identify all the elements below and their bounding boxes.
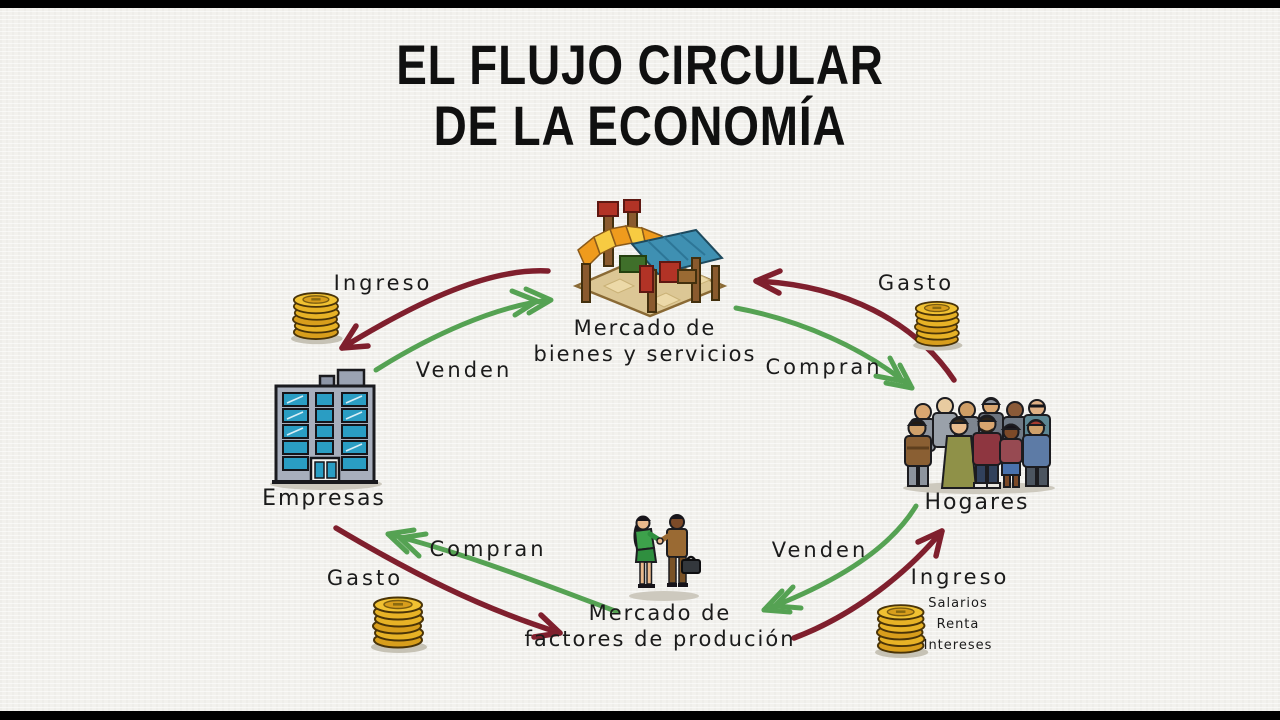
income-detail-intereses: Intereses <box>923 638 993 653</box>
page-title-line2: DE LA ECONOMÍA <box>433 94 847 157</box>
income-detail-renta: Renta <box>936 617 980 632</box>
arrow-ingreso-factores-to-hogares <box>791 528 945 641</box>
arrow-venden-empresas-to-market <box>373 286 554 373</box>
letterbox-bar-top <box>0 0 1280 8</box>
office-building-icon <box>270 368 382 490</box>
factors-market-label: Mercado de factores de produción <box>524 601 796 652</box>
market-stall-icon <box>572 199 728 318</box>
page-title: EL FLUJO CIRCULAR DE LA ECONOMÍA <box>115 34 1165 156</box>
flow-label-gasto-top: Gasto <box>877 271 955 295</box>
flow-label-venden-top: Venden <box>415 358 513 382</box>
crowd-icon <box>903 397 1055 494</box>
households-label: Hogares <box>924 490 1030 515</box>
flow-label-venden-bottom: Venden <box>771 538 869 562</box>
income-detail-salarios: Salarios <box>928 596 988 611</box>
arrow-gasto-hogares-to-market <box>753 268 957 383</box>
arrow-compran-factores-to-empresas <box>385 527 621 615</box>
goods-market-label: Mercado de bienes y servicios <box>533 316 757 367</box>
firms-label: Empresas <box>262 486 386 511</box>
flow-label-ingreso-top: Ingreso <box>333 271 433 295</box>
arrow-venden-hogares-to-factores <box>761 503 919 615</box>
letterbox-bar-bottom <box>0 711 1280 720</box>
arrow-ingreso-market-to-empresas <box>339 268 551 351</box>
handshake-icon <box>629 514 701 601</box>
page-title-line1: EL FLUJO CIRCULAR <box>396 33 884 96</box>
flow-label-gasto-bottom: Gasto <box>326 566 404 590</box>
arrow-compran-market-to-hogares <box>733 305 915 391</box>
arrow-gasto-empresas-to-factores <box>333 525 563 640</box>
flow-label-compran-bottom: Compran <box>429 537 547 561</box>
flow-label-compran-top: Compran <box>765 355 883 379</box>
flow-label-ingreso-bottom: Ingreso <box>910 565 1010 589</box>
